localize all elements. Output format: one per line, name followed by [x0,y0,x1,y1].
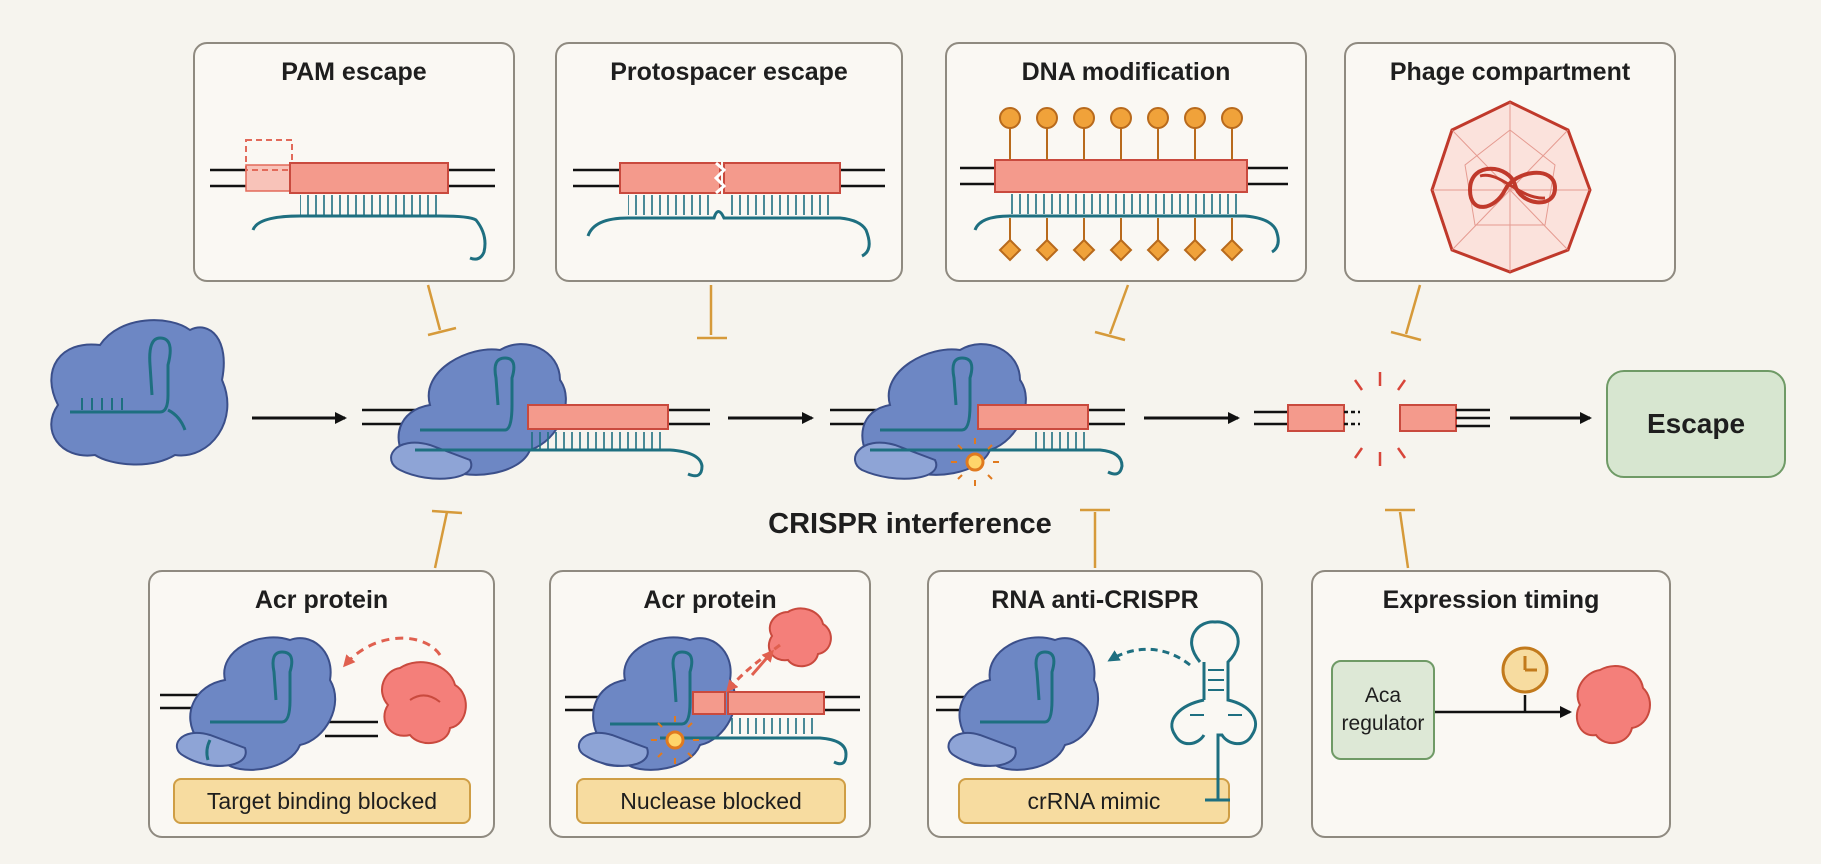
panel-title: Phage compartment [1389,58,1631,86]
protospacer-icon [289,162,449,194]
panel-title: Expression timing [1382,586,1600,614]
aca-regulator-line2: regulator [1341,712,1425,735]
cas-complex-bound [362,343,710,480]
mismatch-icon [713,161,727,195]
nuclease-activity-icon [651,716,699,764]
nuclease-activity-icon [951,438,999,486]
tag-nuclease-blocked: Nuclease blocked [576,778,846,824]
protospacer-escape-illustration [573,161,885,258]
panel-title: Protospacer escape [610,58,848,86]
inhibition-icons-top [426,284,1422,342]
panel-title: DNA modification [1021,58,1231,86]
rna-hairpin-icon [1170,620,1258,802]
rna-anti-crispr-illustration [936,620,1258,802]
panel-title: RNA anti-CRISPR [991,586,1199,614]
phage-compartment-icon [1430,100,1592,274]
cas-complex-cleaving [830,343,1125,486]
pam-missing-icon [245,139,293,171]
cas-complex-apo [50,319,229,466]
acr-protein-icon [767,607,832,668]
panel-title: Acr protein [643,586,777,614]
crispr-interference-label: CRISPR interference [768,508,1052,540]
expression-timing-illustration [1435,646,1651,744]
cleaved-dna-icon [1254,372,1490,466]
clock-icon [1501,646,1549,694]
dna-modification-illustration [960,107,1288,262]
panel-title: PAM escape [281,58,427,86]
cut-spark-icon [1353,372,1407,466]
acr-protein-icon [381,661,467,744]
tag-target-binding-blocked: Target binding blocked [173,778,471,824]
aca-regulator-line1: Aca [1364,684,1402,707]
panel-title: Acr protein [254,586,389,614]
tag-crrna-mimic: crRNA mimic [958,778,1230,824]
escape-box: Escape [1606,370,1786,478]
acr-target-binding-illustration [160,636,467,771]
methylation-marks [998,107,1244,262]
inhibition-icons-bottom [431,508,1415,569]
pam-escape-illustration [210,139,495,261]
acr-protein-icon [1575,665,1651,744]
aca-regulator-box: Aca regulator [1331,660,1435,760]
acr-nuclease-illustration [565,607,860,771]
